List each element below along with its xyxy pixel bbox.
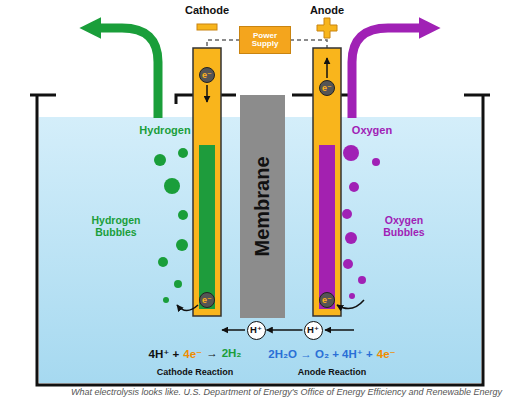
anode-electrode (313, 48, 341, 316)
electron-circle: e⁻ (319, 292, 335, 308)
electron-flow-arrow (337, 300, 364, 309)
gas-name: Hydrogen (139, 124, 190, 137)
cathode-electrode (193, 48, 221, 316)
hydrogen-bubbles (154, 148, 188, 303)
electron-circle: e⁻ (199, 67, 215, 83)
bubble (358, 276, 366, 284)
minus-sign (197, 24, 217, 30)
bubble (343, 145, 359, 161)
bubble (343, 259, 353, 269)
anode-plate (319, 145, 335, 309)
water (39, 117, 481, 383)
electron-circle: e⁻ (319, 80, 335, 96)
bubbles-label: Oxygen Bubbles (371, 214, 437, 238)
proton-flow-arrow (267, 329, 303, 331)
figure-caption: What electrolysis looks like. U.S. Depar… (6, 387, 502, 397)
node-text: e⁻ (322, 84, 332, 93)
bubble (178, 148, 188, 158)
node-text: e⁻ (202, 71, 212, 80)
hydrogen-outflow-arrow (97, 28, 158, 118)
bubble (372, 158, 380, 166)
bubble (349, 293, 355, 299)
electron-flow-arrow (206, 85, 208, 102)
bubble (176, 239, 188, 251)
proton-circle: H⁺ (304, 321, 323, 340)
bubble (345, 232, 357, 244)
equation-term: → (206, 347, 218, 361)
bubble (158, 257, 168, 267)
equation-term: 2H₂O → O₂ + 4H⁺ + (268, 347, 373, 361)
bubble (154, 154, 166, 166)
wire (207, 40, 240, 48)
electrode-name: Anode (310, 4, 344, 17)
equation-term: 2H₂ (222, 347, 242, 361)
bubble (178, 210, 188, 220)
equation-term: 4e⁻ (183, 347, 202, 361)
plus-sign (317, 18, 337, 38)
power-supply-box: Power Supply (239, 26, 291, 54)
tank-wall (37, 95, 483, 385)
reaction-name: Anode Reaction (298, 367, 367, 377)
reaction-name: Cathode Reaction (157, 367, 234, 377)
bubble (342, 209, 352, 219)
equation-term: 4H⁺ + (149, 347, 180, 361)
node-text: e⁻ (322, 296, 332, 305)
electron-flow-arrow (177, 305, 198, 311)
node-text: Power Supply (240, 32, 290, 49)
node-text: e⁻ (202, 296, 212, 305)
bubble (164, 178, 180, 194)
node-text: Membrane (251, 156, 274, 256)
oxygen-outflow-arrow (352, 28, 423, 118)
gas-name: Oxygen (352, 124, 392, 137)
reaction-equation: 4H⁺ +4e⁻ → 2H₂ (149, 347, 242, 361)
electron-flow-arrow (326, 58, 328, 78)
bubbles-label: Hydrogen Bubbles (83, 214, 149, 238)
node-text: H⁺ (250, 325, 262, 335)
equation-term: 4e⁻ (377, 347, 396, 361)
node-text: H⁺ (307, 325, 319, 335)
tank-lip (464, 94, 490, 97)
cathode-plate (199, 145, 215, 309)
bubble (163, 297, 169, 303)
wire (290, 40, 327, 48)
electrode-name: Cathode (185, 4, 229, 17)
proton-circle: H⁺ (247, 321, 266, 340)
proton-flow-arrow (222, 329, 245, 331)
bubble (174, 280, 182, 288)
membrane-band: Membrane (240, 95, 285, 318)
oxygen-bubbles (342, 145, 380, 299)
bubble (349, 182, 359, 192)
reaction-equation: 2H₂O → O₂ + 4H⁺ + 4e⁻ (268, 347, 395, 361)
proton-flow-arrow (325, 329, 354, 331)
electron-circle: e⁻ (199, 292, 215, 308)
tank-lip (30, 94, 56, 97)
